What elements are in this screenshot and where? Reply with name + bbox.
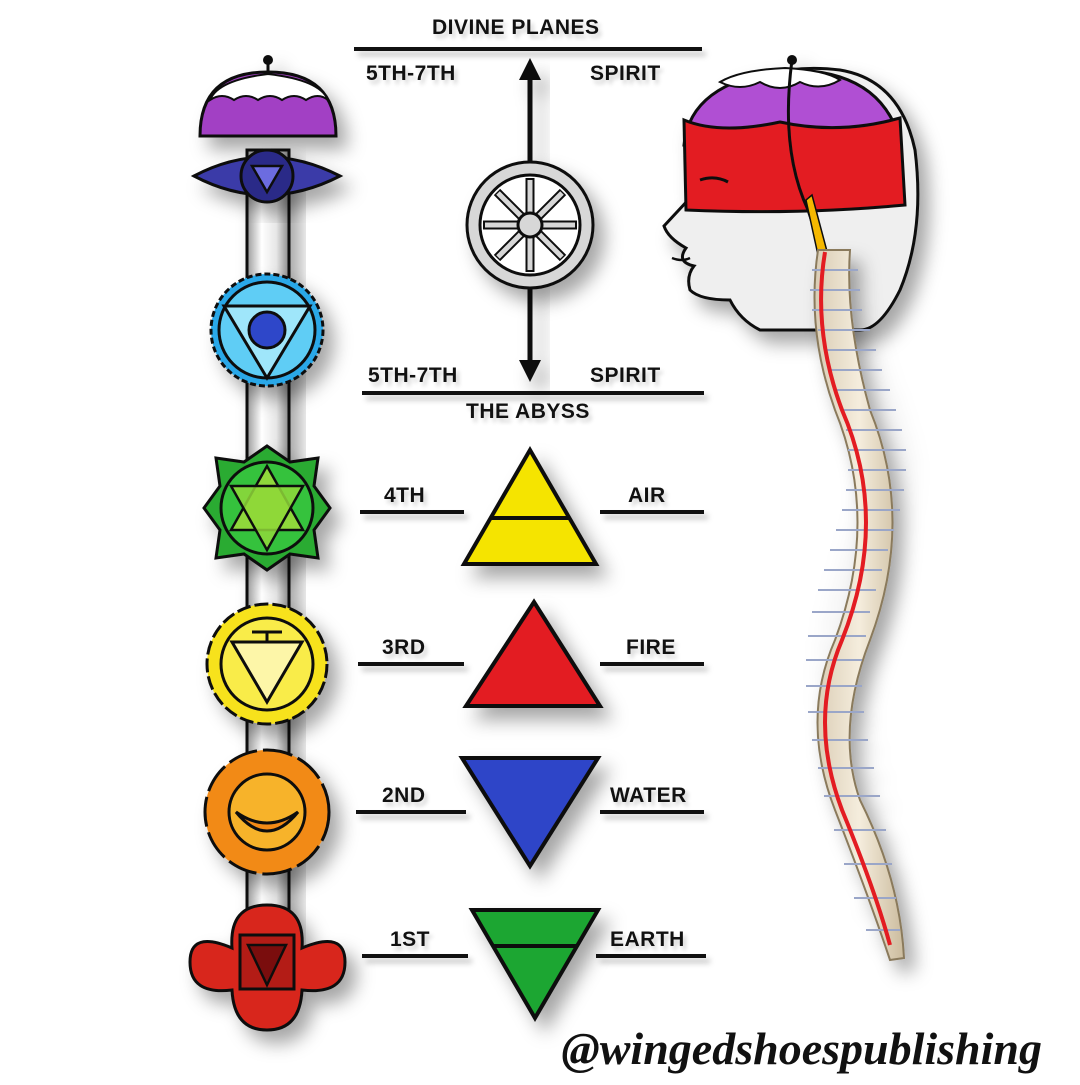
air-triangle-icon [460, 446, 600, 566]
earth-triangle-icon [468, 908, 602, 1022]
solar-plexus-chakra-icon [205, 602, 329, 726]
bottom-spirit-label: SPIRIT [590, 364, 661, 387]
plane-rule-2nd [356, 810, 466, 814]
top-spirit-label: SPIRIT [590, 62, 661, 85]
plane-label-4th: 4TH [384, 484, 426, 507]
root-chakra-icon [188, 903, 347, 1032]
element-label-earth: EARTH [610, 928, 685, 951]
water-triangle-icon [458, 756, 602, 870]
crown-chakra-icon [198, 55, 338, 138]
divine-planes-title: DIVINE PLANES [432, 16, 600, 39]
abyss-rule [362, 391, 704, 395]
plane-label-3rd: 3RD [382, 636, 426, 659]
third-eye-chakra-icon [190, 148, 344, 204]
plane-rule-1st [362, 954, 468, 958]
plane-label-2nd: 2ND [382, 784, 426, 807]
plane-rule-3rd [358, 662, 464, 666]
element-rule-air [600, 510, 704, 514]
plane-label-1st: 1ST [390, 928, 431, 951]
element-rule-fire [600, 662, 704, 666]
element-rule-earth [596, 954, 706, 958]
abyss-label: THE ABYSS [466, 400, 590, 423]
element-label-water: WATER [610, 784, 687, 807]
fire-triangle-icon [462, 598, 604, 708]
plane-rule-4th [360, 510, 464, 514]
element-label-air: AIR [628, 484, 666, 507]
top-plane-range-label: 5TH-7TH [366, 62, 456, 85]
watermark-handle: @wingedshoespublishing [561, 1023, 1042, 1074]
element-label-fire: FIRE [626, 636, 676, 659]
head-profile-icon [662, 55, 920, 332]
throat-chakra-icon [209, 272, 325, 388]
spine-icon [806, 249, 906, 962]
element-rule-water [600, 810, 704, 814]
heart-chakra-icon [202, 444, 332, 572]
dharma-wheel-icon [465, 160, 595, 290]
bottom-plane-range-label: 5TH-7TH [368, 364, 458, 387]
sacral-chakra-icon [203, 748, 331, 876]
divine-planes-top-rule [354, 47, 702, 51]
